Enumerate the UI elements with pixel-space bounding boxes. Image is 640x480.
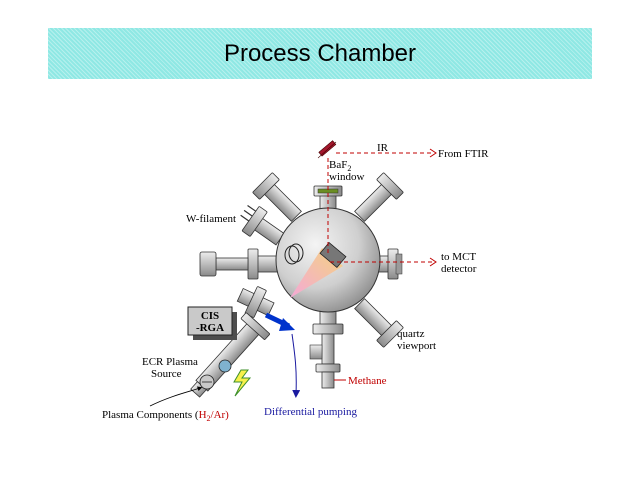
ecr-viewport-top	[218, 359, 232, 373]
window-label: window	[329, 171, 365, 183]
upper-left-port	[252, 172, 302, 222]
bottom-port	[309, 299, 344, 389]
differential-pumping-arrow	[291, 333, 301, 398]
cis-rga-port	[236, 286, 275, 318]
methane-label: Methane	[348, 375, 387, 387]
ecr-label-line1: ECR Plasma	[142, 356, 198, 368]
sample-holder	[319, 242, 347, 268]
quartz-label: quartz	[397, 328, 425, 340]
cis-rga-box	[187, 306, 237, 340]
title-band	[48, 28, 592, 79]
ir-beam-path	[327, 152, 434, 263]
filament-coil	[284, 243, 304, 265]
page-title: Process Chamber	[223, 39, 417, 67]
to-mct-label: to MCT	[441, 251, 476, 263]
plasma-flow-arrowhead	[279, 318, 295, 331]
baf2-window	[317, 140, 337, 159]
ir-label: IR	[377, 142, 389, 154]
ecr-source-arm	[190, 312, 270, 398]
cis-label-line2: -RGA	[196, 322, 224, 334]
w-filament-label: W-filament	[186, 213, 236, 225]
differential-pumping-label: Differential pumping	[264, 406, 357, 418]
lightning-bolt-icon	[233, 369, 252, 397]
cis-label-line1: CIS	[201, 310, 219, 322]
plasma-components-label: Plasma Components (H2/Ar)	[102, 409, 229, 423]
ir-arrowhead-to	[429, 257, 437, 267]
ir-arrowhead-from	[429, 148, 437, 158]
baf2-label: BaF2	[329, 159, 351, 173]
from-ftir-label: From FTIR	[438, 148, 489, 160]
plasma-components-arrow	[149, 386, 203, 407]
detector-label: detector	[441, 263, 477, 275]
upper-right-port	[354, 172, 404, 222]
left-port	[199, 248, 279, 280]
viewport-label: viewport	[397, 340, 436, 352]
lower-right-port	[354, 298, 404, 348]
ecr-label-line2: Source	[151, 368, 182, 380]
